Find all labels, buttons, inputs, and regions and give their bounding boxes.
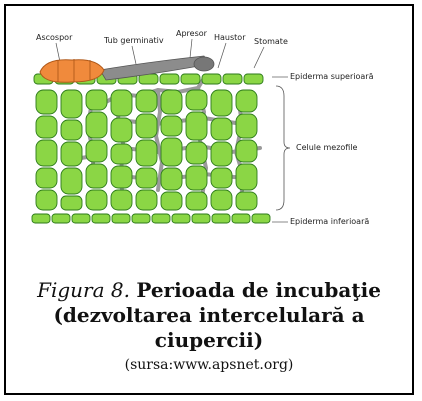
upper-epidermis-cell bbox=[160, 74, 179, 84]
mesophyll-cell bbox=[61, 196, 82, 210]
mesophyll-cell bbox=[186, 90, 207, 110]
mesophyll-cell bbox=[236, 140, 257, 162]
upper-epidermis-cell bbox=[202, 74, 221, 84]
mesophyll-cell bbox=[211, 90, 232, 116]
mesophyll-cell bbox=[136, 90, 157, 112]
mesophyll-cell bbox=[61, 142, 82, 166]
mesophyll-cell bbox=[161, 192, 182, 210]
plant-cells bbox=[32, 74, 270, 223]
mesophyll-cell bbox=[136, 114, 157, 138]
mesophyll-cell bbox=[36, 90, 57, 114]
label-apresor: Apresor bbox=[176, 29, 208, 38]
figure-frame: Ascospor Tub germinativ Apresor Haustor … bbox=[4, 4, 414, 395]
lower-epidermis-cell bbox=[212, 214, 230, 223]
ascospore bbox=[40, 59, 104, 82]
mesophyll-cell bbox=[61, 168, 82, 194]
mesophyll-cell bbox=[211, 118, 232, 140]
mesophyll-cell bbox=[186, 142, 207, 164]
mesophyll-cell bbox=[111, 90, 132, 116]
mesophyll-cell bbox=[211, 168, 232, 188]
mesophyll-cell bbox=[111, 166, 132, 188]
mesophyll-bracket bbox=[276, 86, 290, 210]
mesophyll-cell bbox=[136, 190, 157, 210]
mesophyll-cell bbox=[111, 118, 132, 142]
figure-title-part1: Perioada de incubaţie bbox=[136, 278, 381, 302]
mesophyll-cell bbox=[186, 112, 207, 140]
mesophyll-cell bbox=[161, 168, 182, 190]
lower-epidermis-cell bbox=[192, 214, 210, 223]
mesophyll-cell bbox=[61, 120, 82, 140]
lower-epidermis-cell bbox=[232, 214, 250, 223]
lower-epidermis-cell bbox=[112, 214, 130, 223]
mesophyll-cell bbox=[86, 190, 107, 210]
mesophyll-cell bbox=[36, 116, 57, 138]
lower-epidermis-cell bbox=[132, 214, 150, 223]
figure-source: (sursa:www.apsnet.org) bbox=[6, 356, 412, 374]
label-epiderma-inferioara: Epiderma inferioară bbox=[290, 217, 369, 226]
appressorium bbox=[194, 57, 214, 71]
label-epiderma-superioara: Epiderma superioară bbox=[290, 72, 374, 81]
lower-epidermis-cell bbox=[32, 214, 50, 223]
lower-epidermis-cell bbox=[92, 214, 110, 223]
mesophyll-cell bbox=[236, 114, 257, 138]
label-tub-germinativ: Tub germinativ bbox=[103, 36, 164, 45]
mesophyll-cell bbox=[161, 116, 182, 136]
label-haustor: Haustor bbox=[214, 33, 246, 42]
mesophyll-cell bbox=[86, 140, 107, 162]
upper-epidermis-cell bbox=[244, 74, 263, 84]
mesophyll-cell bbox=[86, 90, 107, 110]
upper-epidermis-cell bbox=[223, 74, 242, 84]
mesophyll-cell bbox=[136, 168, 157, 188]
mesophyll-cell bbox=[161, 138, 182, 166]
mesophyll-cell bbox=[111, 190, 132, 210]
lower-epidermis-cell bbox=[72, 214, 90, 223]
mesophyll-cell bbox=[36, 168, 57, 188]
mesophyll-cell bbox=[161, 90, 182, 114]
label-celule-mezofile: Celule mezofile bbox=[296, 143, 358, 152]
lower-epidermis-cell bbox=[52, 214, 70, 223]
lower-epidermis-cell bbox=[172, 214, 190, 223]
mesophyll-cell bbox=[211, 142, 232, 166]
mesophyll-cell bbox=[236, 164, 257, 190]
upper-epidermis-cell bbox=[181, 74, 200, 84]
mesophyll-cell bbox=[236, 90, 257, 112]
label-ascospor: Ascospor bbox=[36, 33, 73, 42]
mesophyll-cell bbox=[236, 192, 257, 210]
mesophyll-cell bbox=[186, 166, 207, 190]
figure-title-part2: (dezvoltarea intercelulară a ciupercii) bbox=[6, 303, 412, 353]
mesophyll-cell bbox=[36, 140, 57, 166]
mesophyll-cell bbox=[61, 90, 82, 118]
label-stomate: Stomate bbox=[254, 37, 288, 46]
mesophyll-cell bbox=[111, 144, 132, 164]
lower-epidermis-cell bbox=[252, 214, 270, 223]
mesophyll-cell bbox=[211, 190, 232, 210]
figure-caption: Figura 8. Perioada de incubaţie (dezvolt… bbox=[6, 278, 412, 374]
mesophyll-cell bbox=[36, 190, 57, 210]
mesophyll-cell bbox=[136, 140, 157, 166]
mesophyll-cell bbox=[186, 192, 207, 210]
mesophyll-cell bbox=[86, 164, 107, 188]
lower-epidermis-cell bbox=[152, 214, 170, 223]
leaf-cross-section-diagram: Ascospor Tub germinativ Apresor Haustor … bbox=[28, 12, 390, 244]
mesophyll-cell bbox=[86, 112, 107, 138]
figure-number: Figura 8. bbox=[37, 278, 130, 302]
